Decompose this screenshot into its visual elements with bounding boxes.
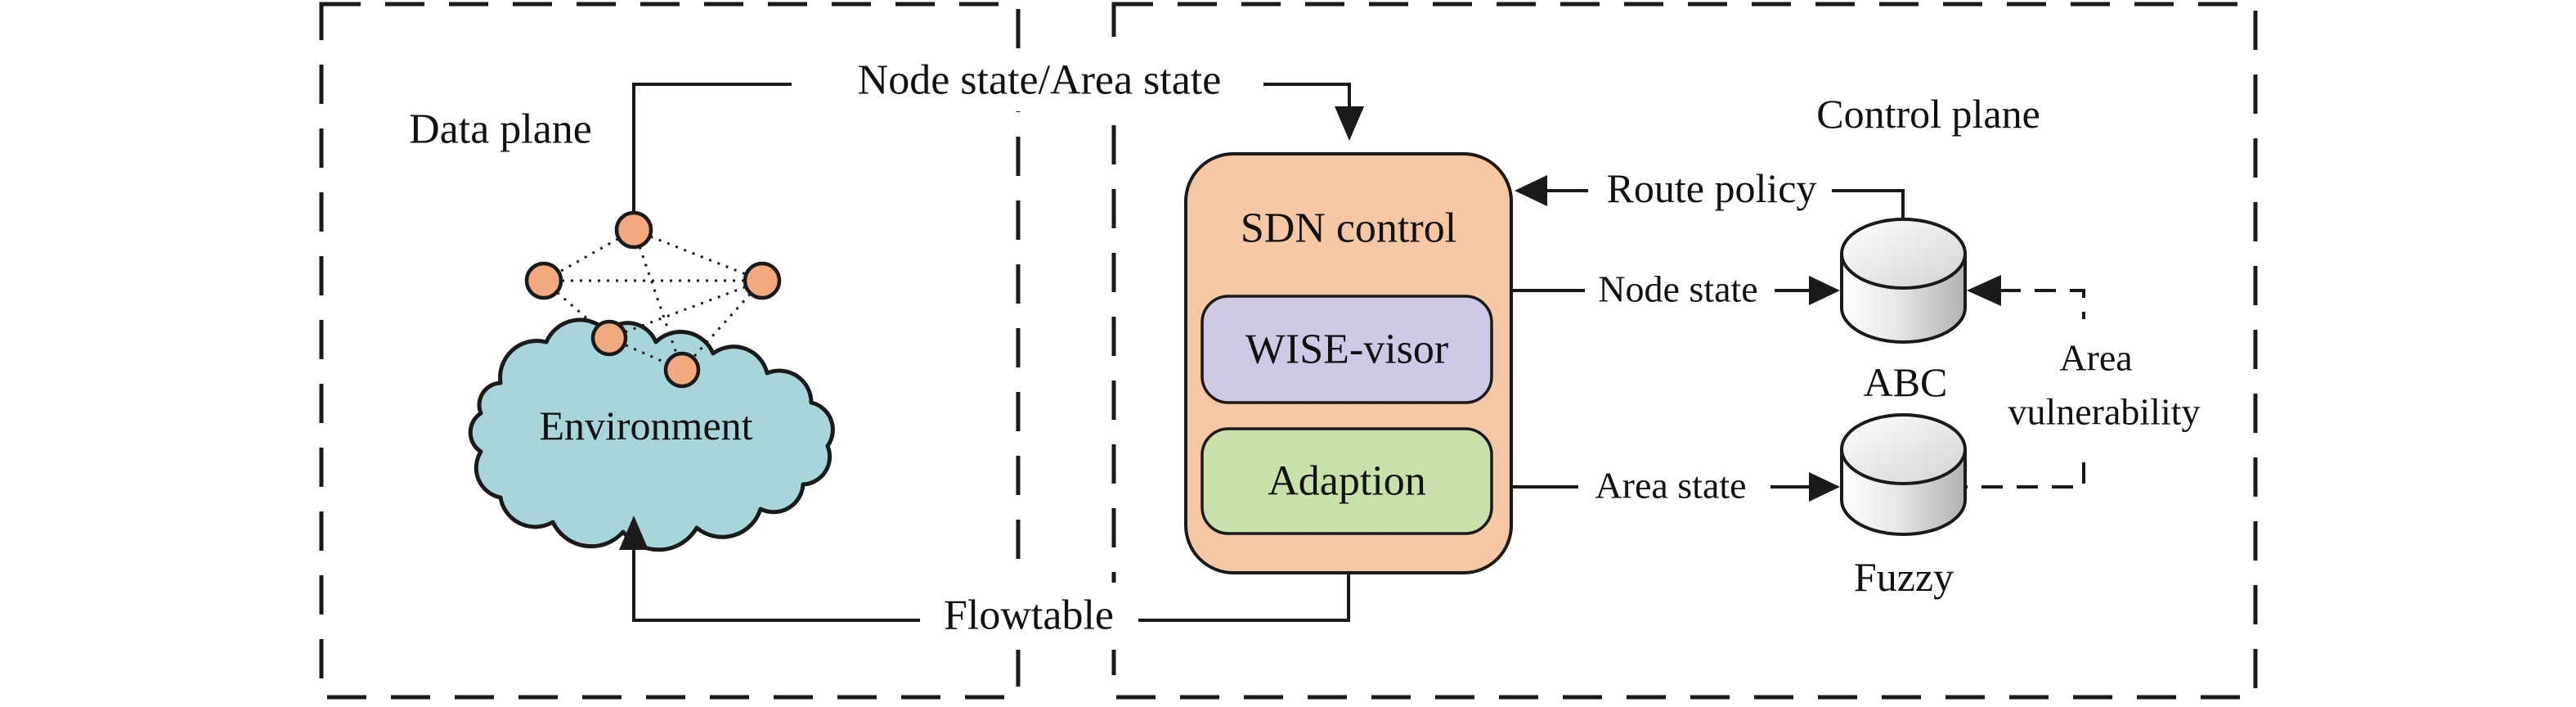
node-area-state-connector-left xyxy=(632,83,792,211)
wise-visor-label: WISE-visor xyxy=(1245,326,1448,373)
area-vulnerability-connector-lower xyxy=(1967,462,2085,489)
network-node-left xyxy=(524,261,563,300)
data-plane-boundary xyxy=(319,2,1021,700)
control-plane-boundary xyxy=(1111,2,2258,700)
route-policy-label: Route policy xyxy=(1607,165,1817,211)
down-arrowhead-sdn xyxy=(1335,106,1364,141)
left-arrowhead-abc xyxy=(1967,275,2001,306)
flowtable-label: Flowtable xyxy=(944,592,1114,639)
network-node-cloud-left xyxy=(590,319,628,357)
top-label-backdrop xyxy=(832,49,1246,111)
node-area-state-connector-right xyxy=(1263,83,1351,110)
right-arrowhead-abc xyxy=(1809,276,1840,305)
flowtable-connector-right xyxy=(1138,573,1350,622)
area-vulnerability-label-line1: Area xyxy=(2059,337,2132,379)
fuzzy-label: Fuzzy xyxy=(1854,554,1954,600)
network-edge xyxy=(680,279,764,372)
environment-cloud xyxy=(468,317,835,552)
flowtable-label-backdrop xyxy=(940,583,1119,650)
network-edge xyxy=(608,279,763,340)
wise-visor-box xyxy=(1200,295,1493,404)
database-cylinder-abc xyxy=(1840,218,1967,344)
control-plane-label: Control plane xyxy=(1816,91,2040,137)
node-state-label: Node state xyxy=(1598,268,1757,310)
abc-label: ABC xyxy=(1864,359,1948,405)
network-node-top xyxy=(614,210,653,250)
network-edge xyxy=(633,228,763,282)
area-vulnerability-connector-upper xyxy=(1999,289,2085,319)
data-plane-label: Data plane xyxy=(409,106,592,153)
network-node-cloud-inner xyxy=(663,351,701,389)
cylinder-top xyxy=(1840,218,1967,290)
database-cylinder-fuzzy xyxy=(1840,413,1967,536)
area-vulnerability-label-line2: vulnerability xyxy=(2008,391,2200,433)
flowtable-connector-left xyxy=(632,547,920,622)
cylinder-top xyxy=(1840,413,1967,485)
network-node-right xyxy=(743,261,782,300)
area-state-label: Area state xyxy=(1595,465,1746,507)
left-arrowhead-sdn xyxy=(1515,175,1547,206)
adaption-label: Adaption xyxy=(1268,458,1426,505)
adaption-box xyxy=(1200,427,1493,535)
node-area-state-label: Node state/Area state xyxy=(858,57,1222,104)
sdn-control-label: SDN control xyxy=(1241,205,1456,252)
network-nodes xyxy=(524,210,782,389)
right-arrowhead-fuzzy xyxy=(1809,472,1840,502)
up-arrowhead-environment xyxy=(619,516,648,550)
route-policy-connector-right xyxy=(1832,189,1905,219)
environment-label: Environment xyxy=(539,403,752,448)
network-edge xyxy=(632,229,684,371)
